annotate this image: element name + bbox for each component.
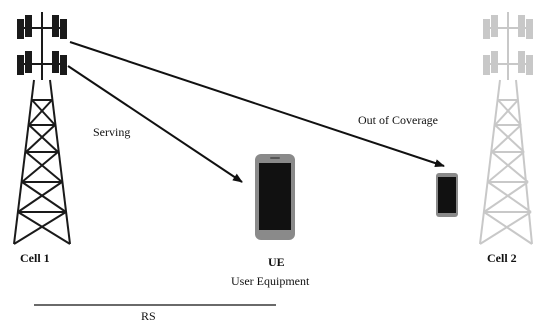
cell2-tower-icon [479, 12, 533, 245]
out-of-coverage-arrow [69, 41, 445, 167]
out-of-coverage-phone-icon [436, 173, 458, 217]
rs-label: RS [141, 309, 156, 323]
ue-phone-icon [255, 154, 295, 240]
ue-full-label: User Equipment [231, 274, 310, 288]
out-of-coverage-label: Out of Coverage [358, 113, 438, 127]
cell1-tower-icon [13, 12, 71, 245]
cell1-label: Cell 1 [20, 251, 50, 265]
serving-arrow [67, 65, 243, 183]
serving-label: Serving [93, 125, 131, 139]
cell2-label: Cell 2 [487, 251, 517, 265]
ue-label: UE [268, 255, 285, 269]
